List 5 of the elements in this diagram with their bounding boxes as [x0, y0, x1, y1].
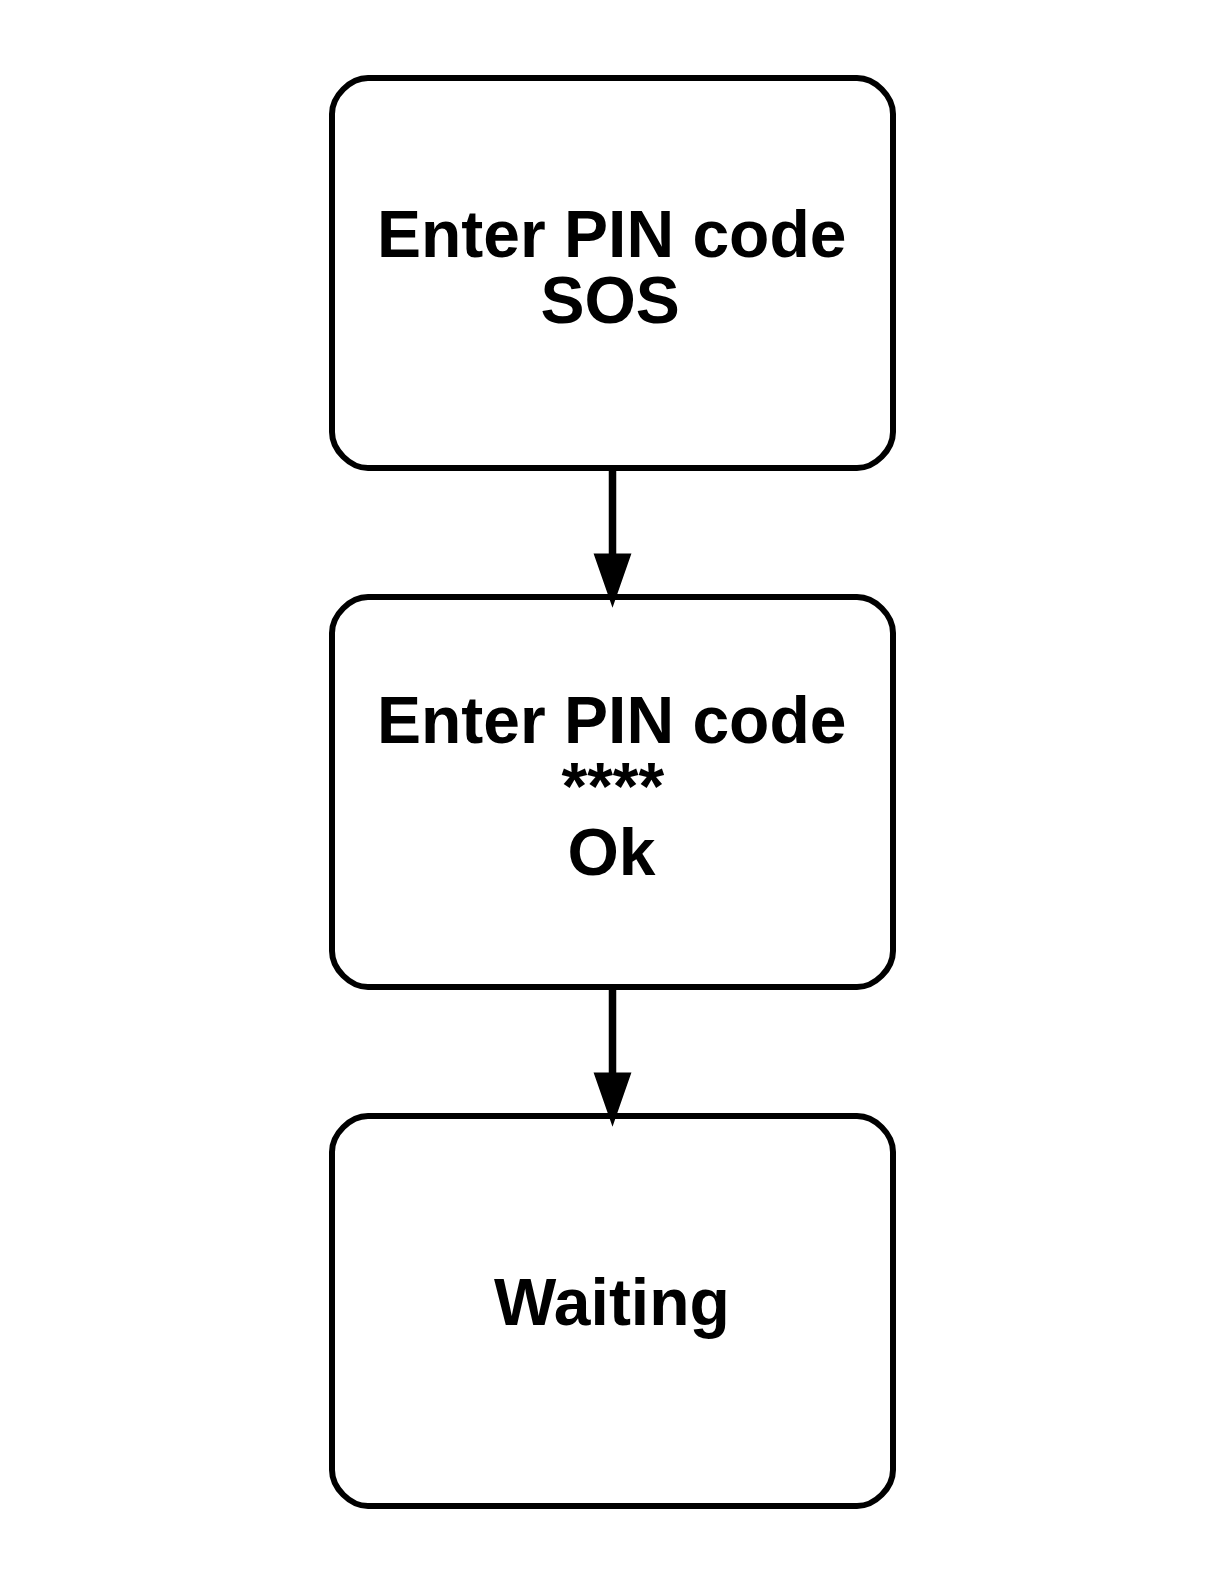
node-box: Enter PIN code **** Ok: [328, 594, 896, 990]
node-box: Waiting: [328, 1113, 896, 1509]
node-box: Enter PIN code SOS: [328, 75, 896, 471]
arrow: [593, 468, 631, 608]
arrow: [593, 987, 631, 1127]
